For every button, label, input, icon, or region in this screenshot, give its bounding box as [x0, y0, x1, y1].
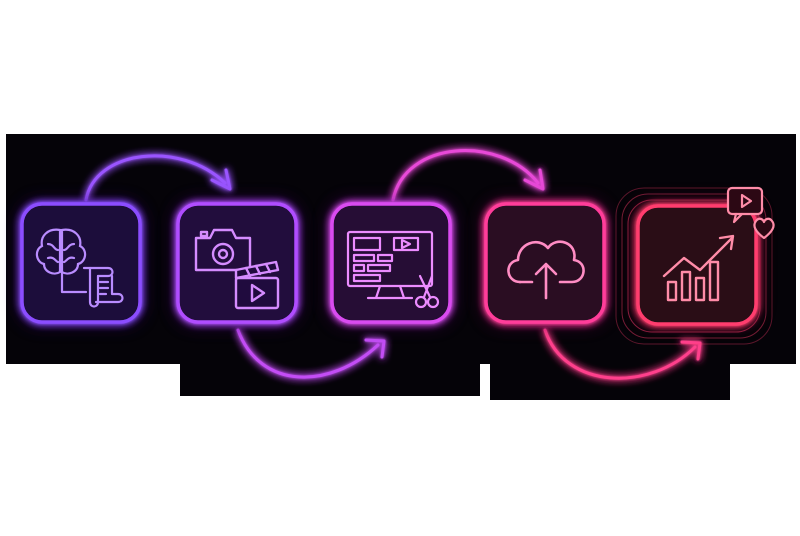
arrowhead-icon: [680, 340, 702, 361]
cloud-upload-icon: [507, 240, 585, 300]
connector-4-5: [543, 328, 702, 380]
step-box: [636, 204, 758, 326]
step-box: [330, 202, 452, 324]
step-editing: [328, 200, 454, 326]
dark-panel-extension: [180, 360, 480, 396]
clapperboard-icon: [234, 260, 280, 310]
connector-arrow-path: [391, 149, 540, 202]
scissors-icon: [414, 274, 440, 309]
arrowhead-icon: [210, 168, 232, 191]
arrowhead-icon: [364, 338, 386, 359]
step-upload: [482, 200, 608, 326]
connector-3-4: [391, 149, 545, 202]
connector-arrow-path: [236, 328, 380, 379]
bar-chart-growth-icon: [662, 234, 735, 302]
connector-arrow-path: [543, 328, 697, 380]
step-growth: [615, 186, 775, 345]
dark-panel-extension: [490, 360, 730, 400]
arrowhead-icon: [523, 168, 545, 191]
monitor-timeline-icon: [346, 230, 434, 300]
step-ideation: [18, 200, 144, 326]
brain-icon: [35, 228, 87, 275]
connector-2-3: [236, 328, 386, 379]
video-play-bubble-icon: [726, 186, 764, 224]
script-scroll-icon: [60, 266, 124, 308]
heart-icon: [753, 217, 775, 240]
step-production: [174, 200, 300, 326]
connector-arrow-path: [84, 154, 227, 202]
connector-1-2: [84, 154, 232, 202]
camera-icon: [194, 228, 252, 272]
step-box: [484, 202, 606, 324]
